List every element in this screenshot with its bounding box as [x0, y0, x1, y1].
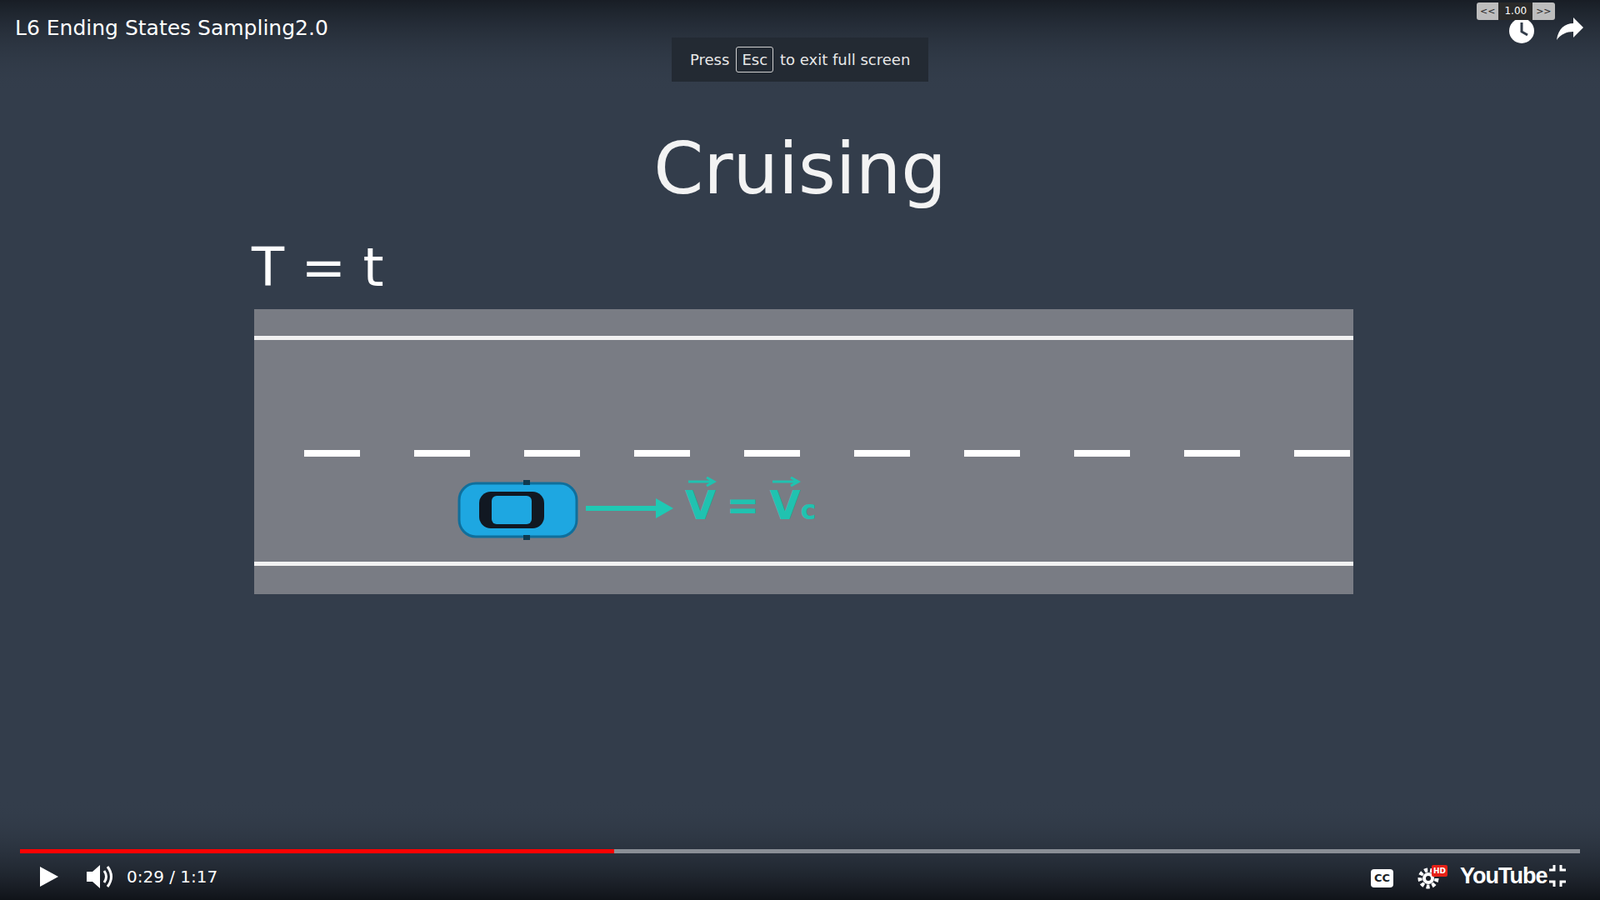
subscript: c [800, 494, 817, 526]
velocity-arrow-head [655, 498, 674, 519]
fullscreen-notice: Press to exit full screen Esc [671, 37, 929, 82]
velocity-equation: V=Vc [685, 481, 817, 529]
captions-button: CC [1370, 869, 1394, 888]
node-text: Esc [741, 50, 768, 69]
top-gradient [0, 0, 1600, 92]
speed-down-button: << [1476, 2, 1499, 20]
car [459, 480, 577, 540]
share-icon [1556, 17, 1584, 40]
lane-divider [304, 450, 1350, 457]
bottom-gradient [0, 800, 1600, 900]
vector-arrow [686, 476, 717, 487]
road [254, 309, 1354, 595]
node-text: Press [690, 50, 730, 69]
lane-edge-line [254, 561, 1354, 566]
youtube-logo: YouTube [1460, 863, 1547, 890]
video-title: L6 Ending States Sampling2.0 [15, 15, 329, 40]
node-text: 1.00 [1504, 5, 1527, 17]
speed-display: 1.00 [1498, 2, 1533, 20]
key-cap: Esc [735, 46, 774, 73]
speed-up-button: >> [1532, 2, 1555, 20]
vector-symbol: V [769, 481, 800, 529]
lane-edge-line [254, 335, 1354, 340]
velocity-arrow [585, 505, 659, 511]
progress-played [20, 849, 615, 854]
volume-icon [86, 865, 112, 889]
time-label: T = t [251, 236, 385, 299]
progress-track [20, 849, 1580, 854]
slide-title: Cruising [0, 126, 1600, 210]
node-text: HD [1433, 866, 1446, 875]
node-text: CC [1374, 871, 1390, 885]
node-text: >> [1535, 5, 1551, 17]
exit-fullscreen-icon [1549, 865, 1566, 887]
node-text: << [1480, 5, 1495, 17]
hd-badge: HD [1431, 865, 1448, 877]
play-icon [40, 866, 59, 887]
equals-sign: = [725, 481, 760, 529]
vector-arrow [770, 476, 801, 487]
time-display: 0:29 / 1:17 [126, 866, 218, 887]
node-text: to exit full screen [780, 50, 910, 69]
watch-later-icon [1509, 18, 1535, 44]
vector-symbol: V [685, 481, 716, 529]
